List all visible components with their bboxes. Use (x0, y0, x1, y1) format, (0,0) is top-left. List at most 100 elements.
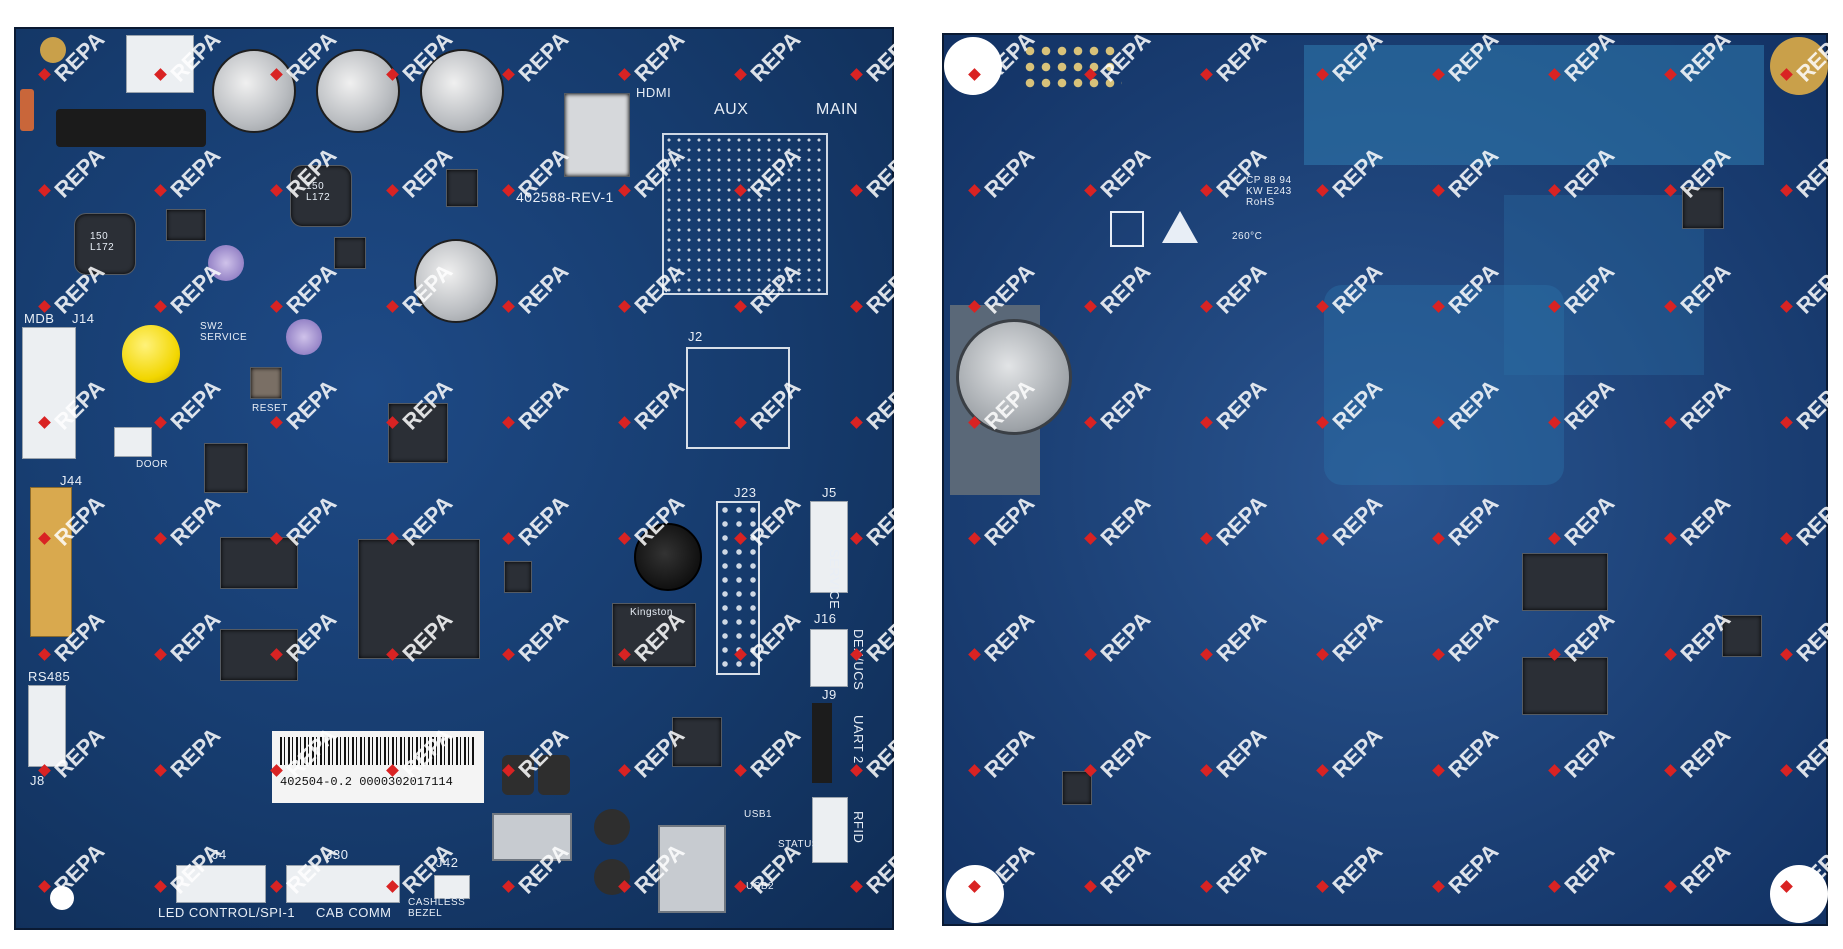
power-connector (126, 35, 194, 93)
electrolytic-capacitor (502, 755, 534, 795)
copper-pour (1504, 195, 1704, 375)
bga-footprint (662, 133, 828, 295)
reset-button (250, 367, 282, 399)
memory-chip (220, 629, 298, 681)
rs485-label: RS485 (28, 669, 71, 684)
status-label: STATUS (778, 839, 819, 850)
warning-triangle-icon (1162, 211, 1198, 243)
emmc-chip (612, 603, 696, 667)
main-label: MAIN (816, 101, 858, 118)
reset-label: RESET (252, 403, 288, 414)
certification-text: CP 88 94 KW E243 RoHS (1246, 175, 1292, 208)
coin-cell-battery (956, 319, 1072, 435)
mounting-hole (946, 865, 1004, 923)
rs485-connector (28, 685, 66, 767)
inductor-label: 150 L172 (306, 181, 331, 203)
service-connector (810, 501, 848, 593)
service-button (122, 325, 180, 383)
ribbon-connector (30, 487, 72, 637)
serial-number: 402504-0.2 0000302017114 (280, 775, 453, 789)
inductor-label: 150 L172 (90, 231, 115, 253)
black-relay (56, 109, 206, 147)
ic-chip (166, 209, 206, 241)
hdmi-label: HDMI (636, 85, 672, 100)
rfid-connector (812, 797, 848, 863)
mdb-label: MDB (24, 311, 55, 326)
j30-label: J30 (326, 847, 349, 862)
led-control-connector (176, 865, 266, 903)
mounting-hole (1770, 37, 1828, 95)
cashless-bezel-connector (434, 875, 470, 899)
ic-chip (1062, 771, 1092, 805)
mdb-connector (22, 327, 76, 459)
memory-chip (1522, 553, 1608, 611)
via-grid (1022, 43, 1122, 91)
electrolytic-capacitor (316, 49, 400, 133)
door-connector (114, 427, 152, 457)
ic-chip (504, 561, 532, 593)
weee-bin-icon (1110, 211, 1144, 247)
usb2-label: USB2 (746, 881, 775, 892)
red-fuse (20, 89, 34, 131)
j42-label: J42 (436, 855, 459, 870)
serial-sticker: 402504-0.2 0000302017114 (272, 731, 484, 803)
j5-label: J5 (822, 485, 837, 500)
j23-label: J23 (734, 485, 757, 500)
door-label: DOOR (136, 459, 168, 470)
inductor (290, 165, 352, 227)
temperature-label: 260°C (1232, 231, 1263, 242)
copper-pour (1324, 285, 1564, 485)
mounting-hole (944, 37, 1002, 95)
purple-capacitor (286, 319, 322, 355)
j8-label: J8 (30, 773, 45, 788)
j23-header (716, 501, 760, 675)
buzzer (634, 523, 702, 591)
uart2-label: UART 2 (851, 715, 866, 764)
j9-label: J9 (822, 687, 837, 702)
purple-capacitor (208, 245, 244, 281)
j4-label: J4 (212, 847, 227, 862)
cashless-bezel-label: CASHLESS BEZEL (408, 897, 466, 919)
mounting-hole (1770, 865, 1828, 923)
memory-chip (1522, 657, 1608, 715)
aux-label: AUX (714, 101, 749, 118)
memory-chip (220, 537, 298, 589)
usb-port (492, 813, 572, 861)
barcode (280, 737, 476, 765)
electrolytic-capacitor (594, 859, 630, 895)
electrolytic-capacitor (594, 809, 630, 845)
j14-label: J14 (72, 311, 95, 326)
electrolytic-capacitor (420, 49, 504, 133)
uart2-header (812, 703, 832, 783)
ic-chip (672, 717, 722, 767)
mounting-hole (50, 886, 74, 910)
usb-port-double (658, 825, 726, 913)
j16-label: J16 (814, 611, 837, 626)
led-control-label: LED CONTROL/SPI-1 (158, 905, 296, 920)
dex-connector (810, 629, 848, 687)
board-revision-label: 402588-REV-1 (516, 189, 614, 205)
sd-card-holder (686, 347, 790, 449)
cab-comm-label: CAB COMM (316, 905, 392, 920)
service-label: SERVICE (827, 549, 842, 610)
hdmi-connector (564, 93, 630, 177)
processor-chip (358, 539, 480, 659)
service-button-label: SW2 SERVICE (200, 321, 248, 343)
ic-chip (204, 443, 248, 493)
electrolytic-capacitor (538, 755, 570, 795)
ic-chip (1722, 615, 1762, 657)
j44-label: J44 (60, 473, 83, 488)
pcb-back-board: CP 88 94 KW E243 RoHS 260°C (942, 33, 1828, 926)
ic-chip (334, 237, 366, 269)
inductor (74, 213, 136, 275)
pcb-front-board: 150 L172 150 L172 HDMI AUX MAIN 402588-R… (14, 27, 894, 930)
copper-pour (1304, 45, 1764, 165)
kingston-label: Kingston (630, 607, 673, 618)
j2-label: J2 (688, 329, 703, 344)
ic-chip (446, 169, 478, 207)
ic-chip (1682, 187, 1724, 229)
dex-ucs-label: DEX/UCS (851, 629, 866, 691)
ic-chip (388, 403, 448, 463)
electrolytic-capacitor (212, 49, 296, 133)
rfid-label: RFID (851, 811, 866, 844)
